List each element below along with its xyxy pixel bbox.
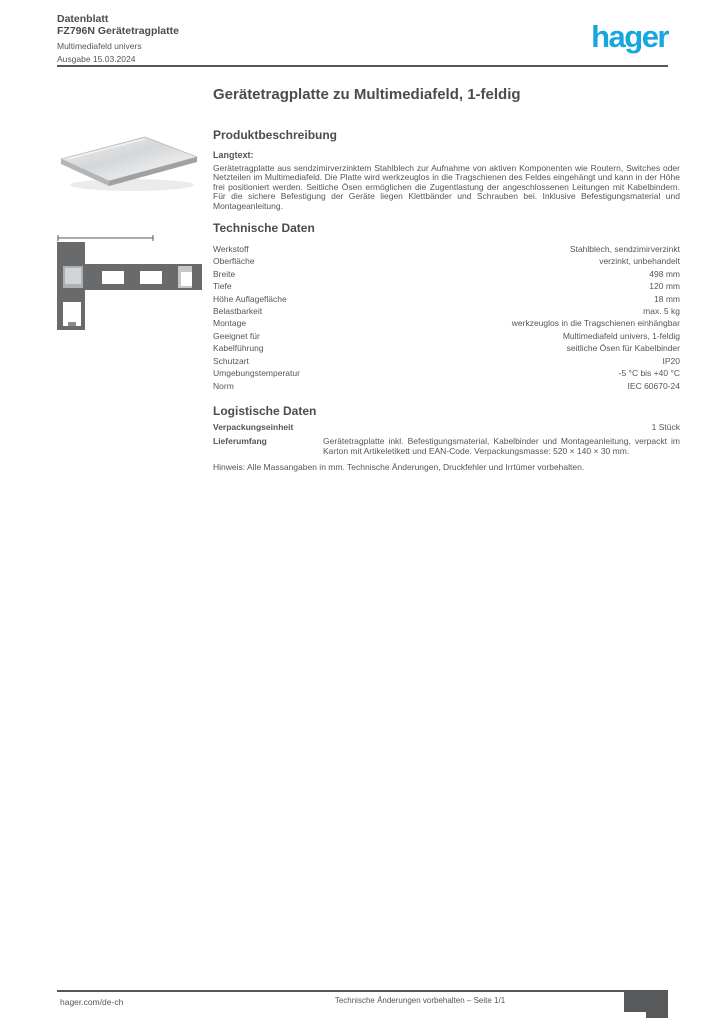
row-label: Lieferumfang	[213, 435, 267, 446]
logistics-row-contents: Lieferumfang Gerätetragplatte inkl. Befe…	[213, 436, 680, 456]
dimension-drawing	[57, 235, 202, 330]
header-divider	[57, 65, 668, 67]
row-value: Stahlblech, sendzimirverzinkt	[569, 244, 680, 255]
slot-cutout-1	[102, 271, 124, 284]
row-label: Werkstoff	[213, 244, 249, 255]
footer-badge-tab	[646, 1012, 668, 1018]
table-row: Tiefe 120 mm	[213, 280, 680, 292]
section-heading-technical: Technische Daten	[213, 221, 315, 236]
plate-highlight	[66, 138, 146, 160]
doc-title-line: Datenblatt	[57, 13, 109, 25]
table-row: Belastbarkeit max. 5 kg	[213, 305, 680, 317]
product-family-line: Multimediafeld univers	[57, 41, 142, 51]
logistics-row-packaging: Verpackungseinheit 1 Stück	[213, 422, 680, 432]
row-label: Höhe Auflagefläche	[213, 293, 287, 304]
row-value: 1 Stück	[651, 421, 680, 432]
hager-logo: hager	[591, 19, 669, 54]
row-label: Belastbarkeit	[213, 306, 263, 317]
plate-left-edge	[61, 159, 109, 186]
row-value: 498 mm	[649, 268, 680, 279]
row-label: Umgebungstemperatur	[213, 368, 300, 379]
socket-cutout	[63, 302, 81, 326]
row-value: Gerätetragplatte inkl. Befestigungsmater…	[323, 435, 680, 456]
table-row: Kabelführung seitliche Ösen für Kabelbin…	[213, 342, 680, 354]
row-value: -5 °C bis +40 °C	[618, 368, 680, 379]
issue-date-line: Ausgabe 15.03.2024	[57, 54, 136, 64]
row-label: Oberfläche	[213, 256, 255, 267]
slot-cutout-3	[181, 272, 192, 286]
row-value: max. 5 kg	[643, 306, 680, 317]
table-row: Breite 498 mm	[213, 268, 680, 280]
footer-legal-text: Technische Änderungen vorbehalten – Seit…	[334, 996, 506, 1005]
row-value: seitliche Ösen für Kabelbinder	[566, 343, 680, 354]
plate-front-edge	[109, 157, 197, 186]
row-value: IEC 60670-24	[627, 380, 680, 391]
footer-badge	[624, 991, 668, 1012]
table-row: Werkstoff Stahlblech, sendzimirverzinkt	[213, 243, 680, 255]
product-photo	[60, 136, 198, 191]
footer-website-link[interactable]: hager.com/de-ch	[60, 995, 130, 1009]
row-value: IP20	[662, 355, 681, 366]
table-row: Schutzart IP20	[213, 355, 680, 367]
row-label: Geeignet für	[213, 330, 260, 341]
row-label: Montage	[213, 318, 247, 329]
row-value: 18 mm	[654, 293, 680, 304]
logistics-note: Hinweis: Alle Massangaben in mm. Technis…	[213, 461, 585, 472]
table-row: Norm IEC 60670-24	[213, 380, 680, 392]
section-heading-description: Produktbeschreibung	[213, 128, 338, 142]
row-label: Verpackungseinheit	[213, 421, 294, 432]
table-row: Umgebungstemperatur -5 °C bis +40 °C	[213, 367, 680, 379]
row-value: werkzeuglos in die Tragschienen einhängb…	[511, 318, 680, 329]
slot-cutout-2	[140, 271, 162, 284]
row-value: verzinkt, unbehandelt	[599, 256, 680, 267]
section-heading-logistics: Logistische Daten	[213, 403, 317, 418]
document-header: Datenblatt FZ796N Gerätetragplatte Multi…	[57, 13, 457, 65]
page-title: Gerätetragplatte zu Multimediafeld, 1-fe…	[213, 86, 521, 103]
dimension-line	[57, 235, 154, 241]
row-label: Schutzart	[213, 355, 249, 366]
table-row: Montage werkzeuglos in die Tragschienen …	[213, 317, 680, 329]
row-label: Tiefe	[213, 281, 232, 292]
table-row: Oberfläche verzinkt, unbehandelt	[213, 255, 680, 267]
description-text: Gerätetragplatte aus sendzimirverzinktem…	[213, 163, 680, 211]
module-inner	[65, 268, 81, 284]
table-row: Geeignet für Multimediafeld univers, 1-f…	[213, 330, 680, 342]
photo-shadow	[70, 179, 194, 191]
main-content: Gerätetragplatte zu Multimediafeld, 1-fe…	[213, 86, 680, 472]
socket-notch	[68, 322, 76, 326]
row-label: Norm	[213, 380, 234, 391]
row-label: Kabelführung	[213, 343, 264, 354]
product-ref-line: FZ796N Gerätetragplatte	[57, 25, 179, 37]
row-label: Breite	[213, 268, 236, 279]
row-value: 120 mm	[649, 281, 680, 292]
footer-divider	[57, 990, 668, 992]
description-sublabel: Langtext:	[213, 150, 254, 160]
row-value: Multimediafeld univers, 1-feldig	[562, 330, 680, 341]
table-row: Höhe Auflagefläche 18 mm	[213, 293, 680, 305]
technical-rows: Werkstoff Stahlblech, sendzimirverzinkt …	[213, 243, 680, 392]
